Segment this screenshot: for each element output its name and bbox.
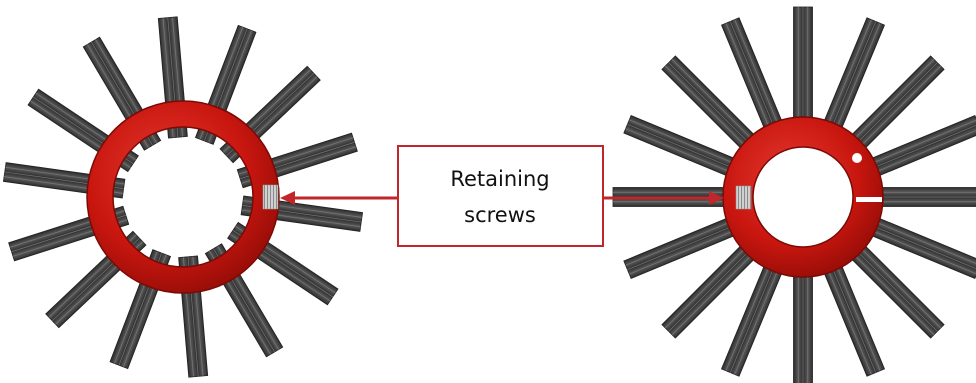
left-retaining-screw-icon bbox=[262, 184, 279, 210]
right-fin bbox=[720, 243, 792, 377]
left-ring bbox=[86, 100, 280, 294]
right-hole-icon bbox=[852, 153, 862, 163]
right-impeller-icon bbox=[612, 6, 976, 383]
callout-box: Retaining screws bbox=[397, 145, 604, 247]
right-ring bbox=[722, 116, 884, 278]
left-impeller-icon bbox=[2, 16, 364, 378]
right-slot-icon bbox=[856, 197, 882, 202]
left-arrow bbox=[280, 191, 398, 205]
callout-line-1: Retaining bbox=[450, 167, 549, 191]
right-fins bbox=[612, 6, 976, 383]
right-retaining-screw-icon bbox=[735, 185, 752, 210]
callout-line-2: screws bbox=[464, 203, 536, 227]
right-arrow bbox=[603, 191, 724, 205]
